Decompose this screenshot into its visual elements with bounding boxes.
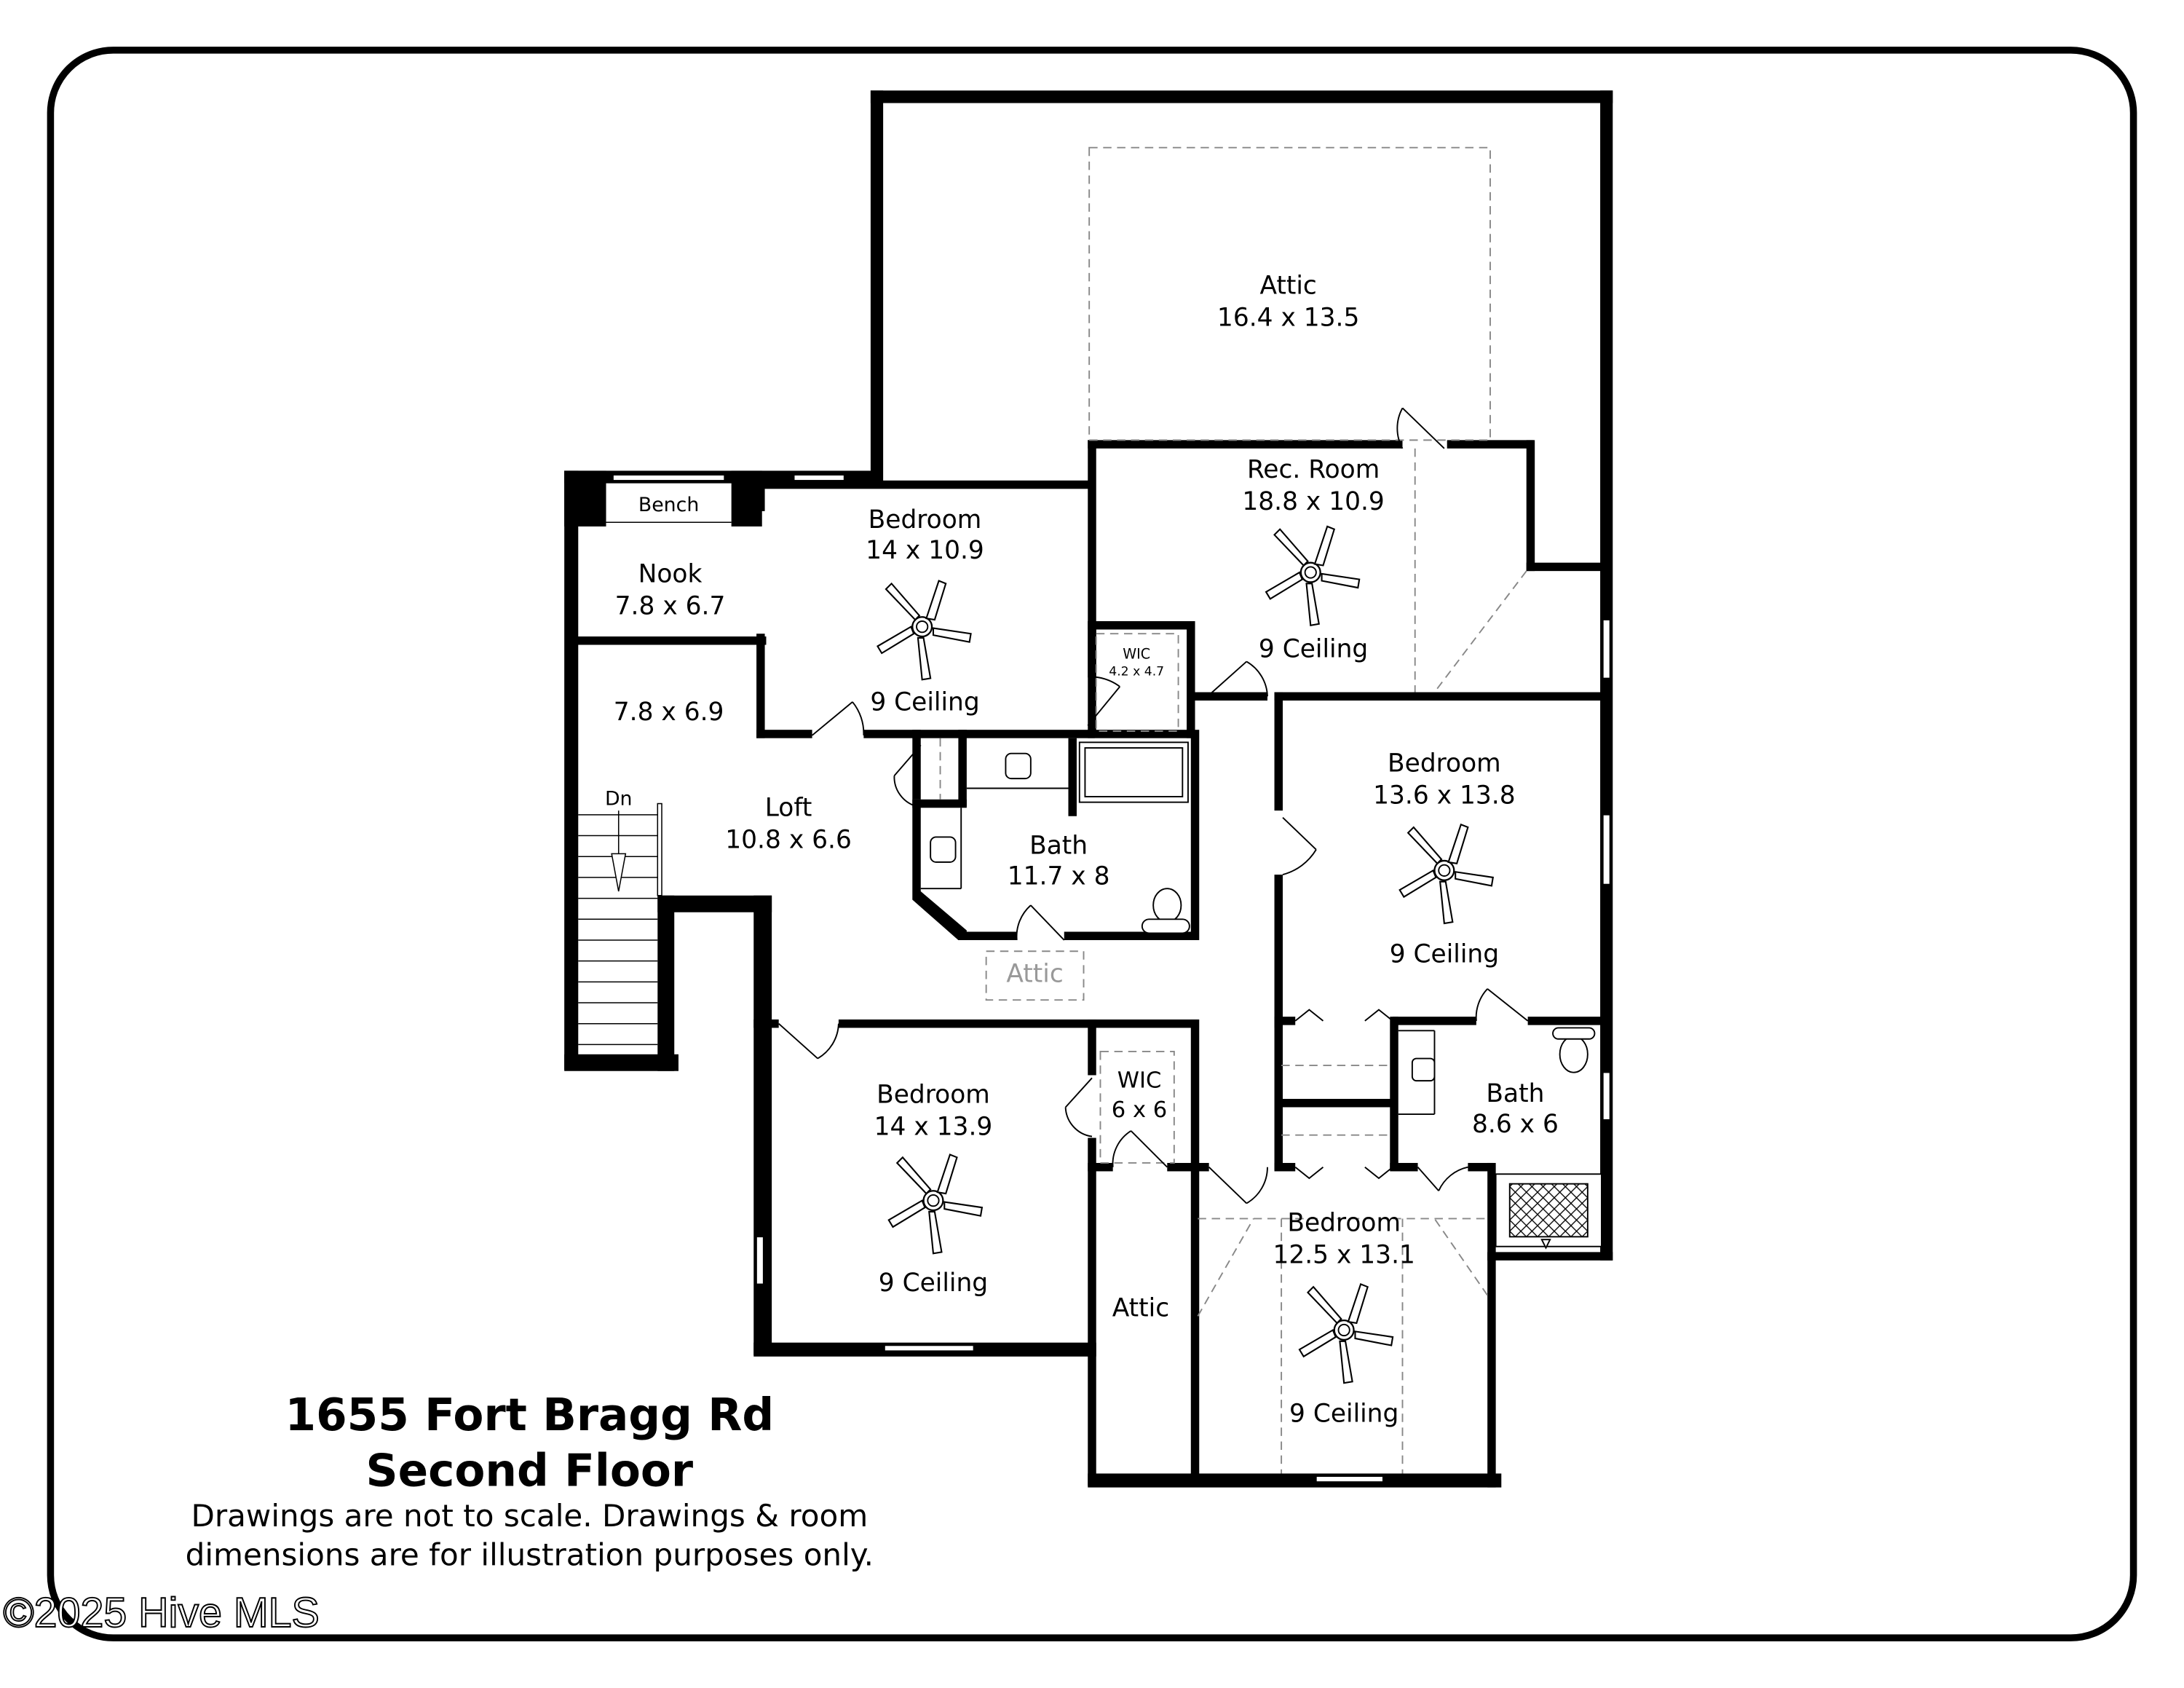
loft-dims: 10.8 x 6.6 bbox=[725, 826, 852, 855]
stairs-down-label: Dn bbox=[605, 787, 633, 810]
wic-small-name: WIC bbox=[1123, 646, 1150, 663]
bedroom-2-name: Bedroom bbox=[1388, 749, 1501, 778]
bedroom-3-ceiling: 9 Ceiling bbox=[879, 1269, 988, 1298]
wic-large-name: WIC bbox=[1117, 1068, 1162, 1094]
loft-name: Loft bbox=[765, 794, 812, 823]
bath-1-dims: 11.7 x 8 bbox=[1008, 861, 1110, 891]
bath-2-name: Bath bbox=[1486, 1079, 1544, 1108]
wic-small-dims: 4.2 x 4.7 bbox=[1109, 665, 1164, 679]
bath-1-name: Bath bbox=[1029, 831, 1088, 860]
bath-fixtures bbox=[920, 741, 1602, 1250]
attic-side-label: Attic bbox=[1112, 1293, 1169, 1322]
attic-top-dims: 16.4 x 13.5 bbox=[1217, 304, 1359, 333]
windows bbox=[612, 474, 1611, 1483]
bedroom-3-dims: 14 x 13.9 bbox=[874, 1113, 993, 1142]
bath-2-dims: 8.6 x 6 bbox=[1472, 1110, 1559, 1139]
attic-top-name: Attic bbox=[1259, 272, 1316, 301]
disclaimer-line-2: dimensions are for illustration purposes… bbox=[186, 1537, 874, 1573]
bedroom-1-ceiling: 9 Ceiling bbox=[870, 687, 979, 717]
rec-room-ceiling: 9 Ceiling bbox=[1259, 635, 1368, 664]
disclaimer-line-1: Drawings are not to scale. Drawings & ro… bbox=[191, 1498, 868, 1534]
nook-name: Nook bbox=[638, 559, 703, 588]
bedroom-2-dims: 13.6 x 13.8 bbox=[1373, 781, 1515, 811]
attic-hall-label: Attic bbox=[1006, 959, 1063, 988]
stairs bbox=[578, 802, 662, 1046]
wic-large-dims: 6 x 6 bbox=[1112, 1097, 1167, 1123]
bedroom-3-name: Bedroom bbox=[877, 1081, 990, 1110]
bedroom-1-name: Bedroom bbox=[869, 505, 982, 535]
bedroom-4-dims: 12.5 x 13.1 bbox=[1273, 1241, 1415, 1270]
nook-dims: 7.8 x 6.7 bbox=[615, 591, 726, 620]
rec-room-dims: 18.8 x 10.9 bbox=[1242, 487, 1384, 516]
bedroom-4-name: Bedroom bbox=[1287, 1209, 1401, 1238]
dashed-lines bbox=[939, 146, 1527, 1474]
address-title: 1655 Fort Bragg Rd bbox=[285, 1389, 775, 1441]
floor-title: Second Floor bbox=[366, 1446, 694, 1497]
bench-label: Bench bbox=[638, 494, 699, 516]
bedroom-4-ceiling: 9 Ceiling bbox=[1289, 1400, 1398, 1429]
bedroom-2-ceiling: 9 Ceiling bbox=[1390, 940, 1499, 969]
doors bbox=[778, 407, 1529, 1204]
bedroom-1-dims: 14 x 10.9 bbox=[866, 536, 984, 565]
rec-room-name: Rec. Room bbox=[1247, 455, 1380, 484]
watermark: ©2025 Hive MLS bbox=[3, 1590, 319, 1636]
space-dims: 7.8 x 6.9 bbox=[614, 698, 724, 727]
